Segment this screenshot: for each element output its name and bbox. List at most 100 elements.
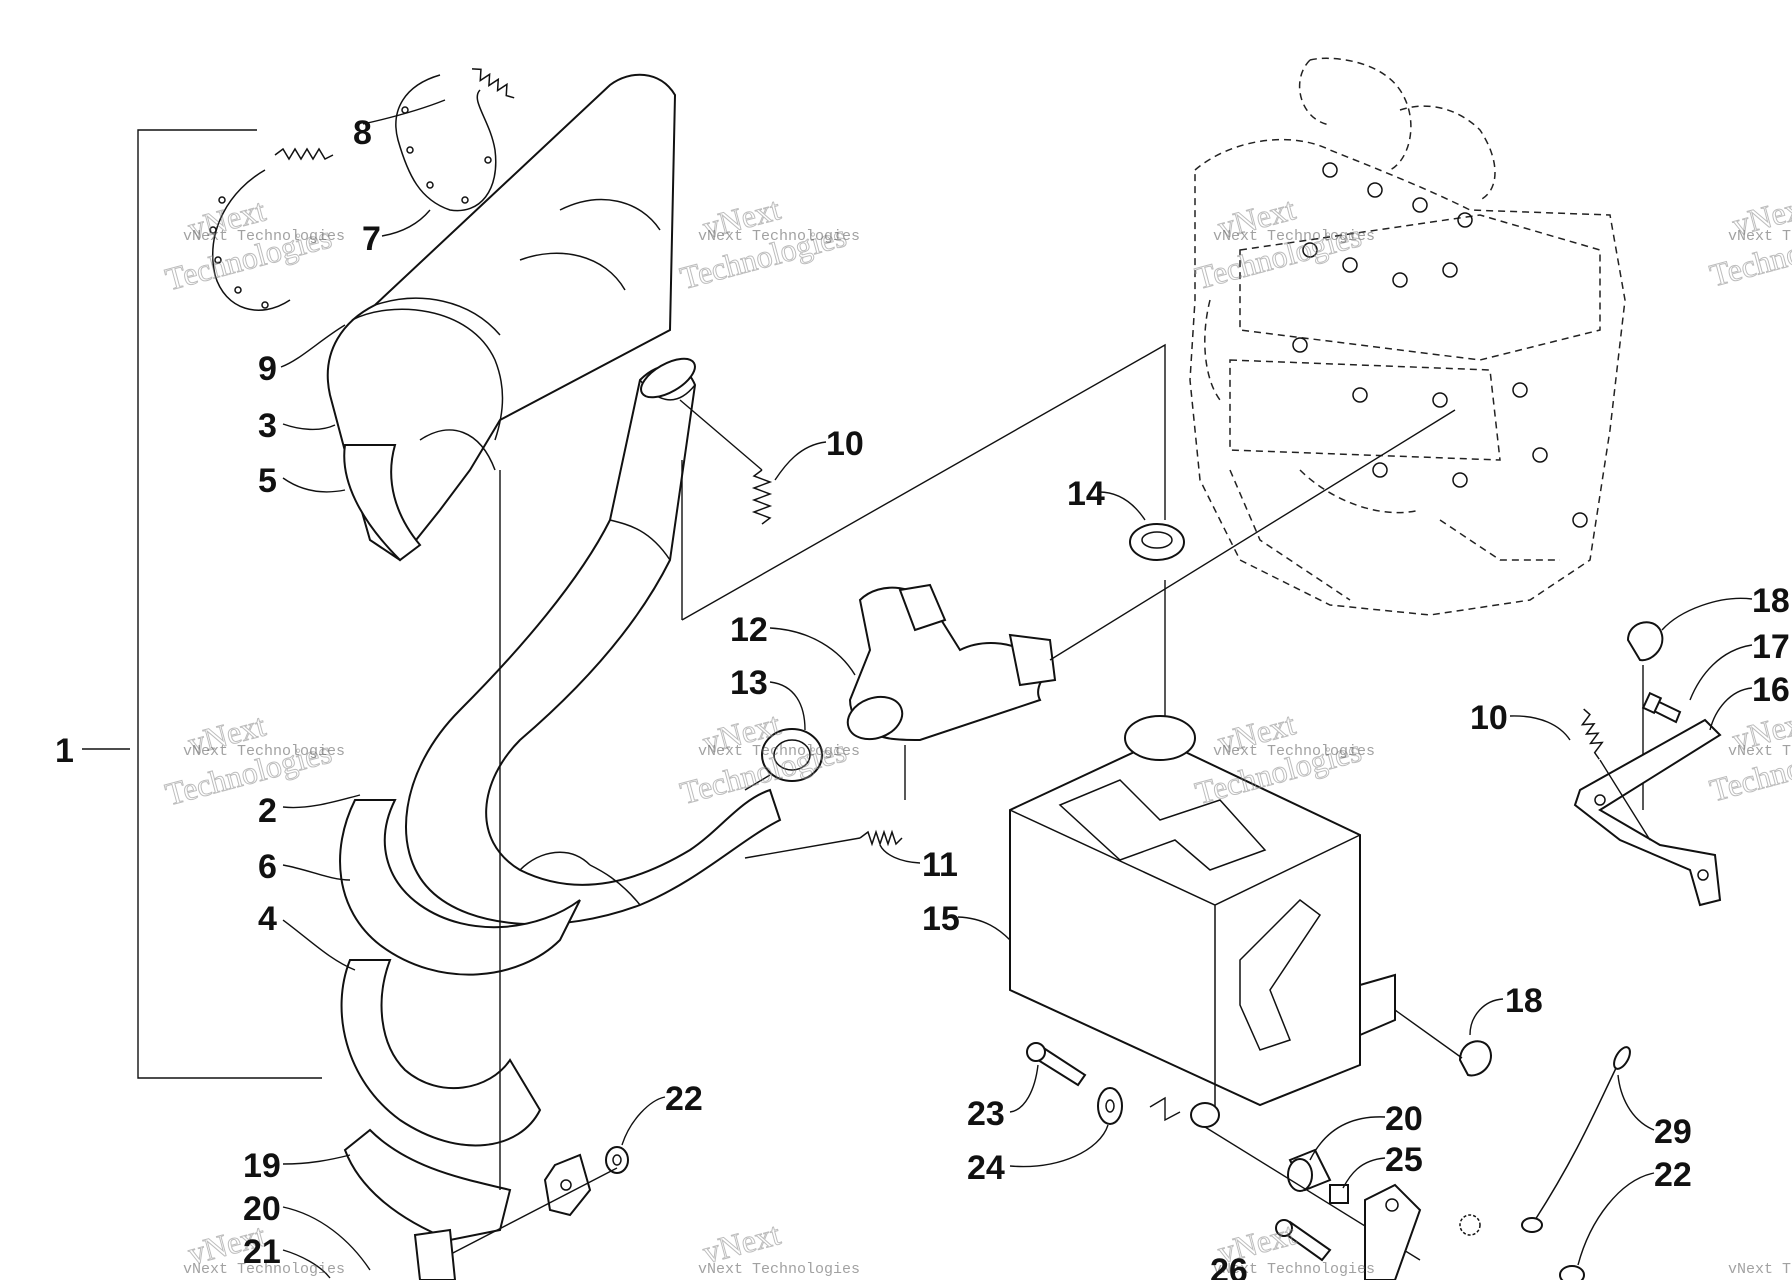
callout-20-right: 20 — [1385, 1100, 1423, 1138]
svg-text:vNext Technologies: vNext Technologies — [183, 228, 345, 245]
nut-22-left — [605, 1146, 629, 1174]
tank-mount-tab — [1359, 973, 1396, 1037]
engine-port-line-lower — [1049, 409, 1456, 661]
svg-text:vNext Technologies: vNext Technologies — [1728, 1261, 1792, 1278]
leader-2 — [282, 794, 361, 809]
callout-24: 24 — [967, 1149, 1005, 1187]
grommet-18-top — [1626, 621, 1664, 810]
gasket-centerline — [744, 774, 771, 791]
leader-19 — [282, 1154, 351, 1165]
svg-text:vNext Technologies: vNext Technologies — [1728, 228, 1792, 245]
callout-18-lower: 18 — [1505, 982, 1543, 1020]
lower-bracket — [413, 1228, 457, 1280]
nut-22-right — [1559, 1265, 1585, 1280]
muffler-heat-shield-upper — [326, 73, 677, 562]
engine-bolts — [1292, 162, 1588, 528]
callout-10-right: 10 — [1470, 699, 1508, 737]
spring-8b — [471, 68, 515, 99]
callout-22-right: 22 — [1654, 1156, 1692, 1194]
leader-10-left — [774, 441, 827, 481]
callout-5: 5 — [258, 462, 277, 500]
leader-29 — [1617, 1074, 1655, 1131]
callout-17: 17 — [1752, 628, 1790, 666]
plate-bracket — [1364, 1183, 1422, 1280]
spring-10-left — [679, 399, 773, 525]
pipe-upper-flange — [640, 357, 696, 399]
svg-text:vNext Technologies: vNext Technologies — [183, 743, 345, 760]
leader-23 — [1009, 1064, 1039, 1113]
washer-24 — [1097, 1087, 1123, 1125]
grommet-18-right — [1394, 1009, 1492, 1077]
engine-phantom-outline — [1189, 57, 1626, 616]
spring-10-right — [1580, 708, 1651, 841]
heat-shield-19 — [343, 1128, 512, 1242]
callout-4: 4 — [258, 900, 277, 938]
leader-18-lower — [1469, 998, 1504, 1036]
svg-text:vNext Technologies: vNext Technologies — [183, 1261, 345, 1278]
resonator-spring-band — [351, 308, 504, 441]
exhaust-pipe — [405, 364, 782, 926]
callout-12: 12 — [730, 611, 768, 649]
leader-16 — [1709, 687, 1753, 731]
callout-labels: 1 2 3 4 5 6 7 8 9 10 10 11 12 13 14 15 1… — [55, 114, 1790, 1280]
callout-13: 13 — [730, 664, 768, 702]
resonator-tank — [1009, 715, 1396, 1128]
spring-8a — [274, 147, 334, 161]
leader-10-right — [1509, 715, 1571, 741]
callout-16: 16 — [1752, 671, 1790, 709]
callout-10-left: 10 — [826, 425, 864, 463]
leader-24 — [1009, 1124, 1109, 1168]
callout-7: 7 — [362, 220, 381, 258]
leader-17 — [1689, 644, 1753, 701]
callout-23: 23 — [967, 1095, 1005, 1133]
leader-14 — [1098, 491, 1146, 521]
star-washer — [1459, 1214, 1481, 1236]
callout-14: 14 — [1067, 475, 1105, 513]
leader-8 — [362, 99, 446, 125]
svg-text:vNext Technologies: vNext Technologies — [698, 743, 860, 760]
leader-21 — [282, 1249, 331, 1279]
callout-1: 1 — [55, 732, 74, 770]
leader-15 — [957, 916, 1011, 941]
callout-19: 19 — [243, 1147, 281, 1185]
svg-text:vNext Technologies: vNext Technologies — [1213, 228, 1375, 245]
manifold-port — [846, 695, 904, 741]
muffler-heat-shield-lower — [339, 799, 581, 1242]
leader-5 — [282, 477, 346, 493]
callout-29: 29 — [1654, 1113, 1692, 1151]
tank-inlet — [1124, 715, 1196, 761]
callout-3: 3 — [258, 407, 277, 445]
svg-text:vNext Technologies: vNext Technologies — [1213, 743, 1375, 760]
leader-11 — [879, 844, 921, 864]
callout-21: 21 — [243, 1233, 281, 1271]
spring-11 — [744, 745, 906, 859]
leader-18-upper — [1661, 597, 1753, 631]
callout-8: 8 — [353, 114, 372, 152]
callout-20-left: 20 — [243, 1190, 281, 1228]
callout-2: 2 — [258, 792, 277, 830]
strap-chain-right — [395, 74, 497, 212]
leader-25 — [1342, 1157, 1386, 1189]
leader-3 — [282, 423, 336, 431]
svg-text:vNext Technologies: vNext Technologies — [1213, 1261, 1375, 1278]
svg-text:vNext Technologies: vNext Technologies — [1728, 743, 1792, 760]
gasket-13 — [761, 728, 823, 782]
callout-18-upper: 18 — [1752, 582, 1790, 620]
bolt-23 — [1026, 1042, 1087, 1087]
strap-chain-left — [209, 169, 291, 311]
mount-bracket-16 — [1573, 718, 1722, 907]
assembly-bracket — [137, 129, 322, 1079]
bushing-20-right — [1287, 1148, 1332, 1192]
leader-4 — [282, 919, 356, 971]
engine-port-line-upper — [681, 343, 1166, 621]
leader-22-left — [621, 1096, 666, 1146]
grommet-14 — [1129, 523, 1185, 561]
bushing-25 — [1329, 1184, 1349, 1204]
callout-11: 11 — [922, 846, 958, 884]
svg-text:vNext Technologies: vNext Technologies — [698, 228, 860, 245]
leader-9 — [280, 324, 346, 368]
leader-22-right — [1577, 1172, 1655, 1266]
bolt-26 — [1275, 1219, 1332, 1262]
leader-20-left — [282, 1206, 371, 1271]
ground-strap-29 — [1521, 1046, 1631, 1233]
